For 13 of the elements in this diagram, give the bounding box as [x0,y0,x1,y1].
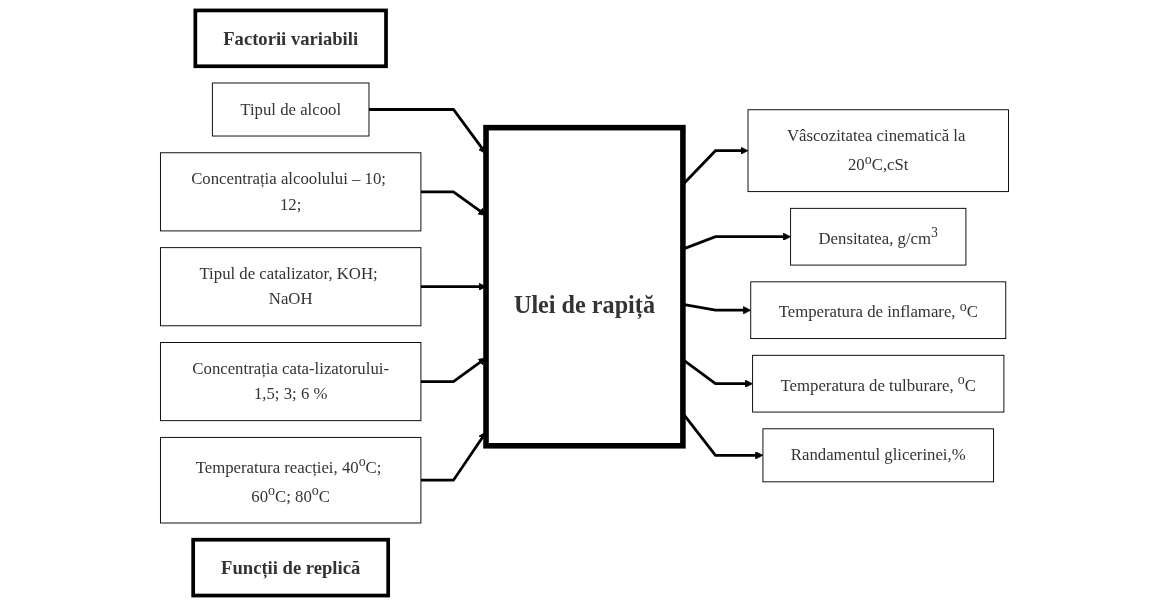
node-box: Factorii variabili [193,8,388,69]
node-box: Vâscozitatea cinematică la 20$^{o}$C,cSt [747,109,1009,193]
node-box: Temperatura reacției, 40$^{o}$C; 60$^{o}$C; 80$^{o}$C [160,436,422,524]
node-box: Temperatura de inflamare, $^{o}$C [750,281,1007,340]
node-box: Concentrația alcoolului – 10; 12; [160,152,422,232]
node-box: Funcții de replică [191,537,391,598]
node-box: Randamentul glicerinei,% [762,428,995,483]
node-box: Densitatea, g/cm$^{3}$ [790,207,967,266]
node-box: Tipul de catalizator, KOH; NaOH [160,247,422,327]
node-box: Temperatura de tulburare, $^{o}$C [752,354,1005,413]
node-box: Tipul de alcool [211,82,370,137]
node-box: Concentrația cata-lizatorului-1,5; 3; 6 % [160,342,422,422]
node-box: Ulei de rapiță [483,124,686,449]
